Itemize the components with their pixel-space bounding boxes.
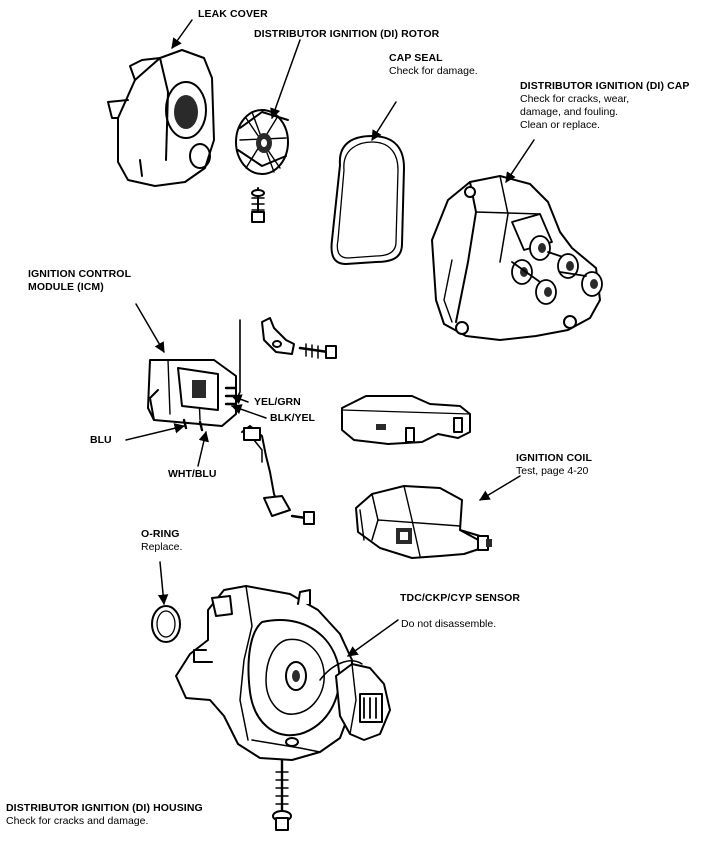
wire-label-blk-yel: BLK/YEL [270, 412, 315, 424]
leak-cover-title: LEAK COVER [198, 8, 268, 20]
ignition-coil-part [355, 485, 492, 559]
housing-label: DISTRIBUTOR IGNITION (DI) HOUSING Check … [6, 802, 203, 828]
tdc-sensor-note: Do not disassemble. [401, 618, 497, 630]
o-ring-title: O-RING [141, 528, 180, 540]
leak-cover-label: LEAK COVER [198, 8, 268, 21]
housing-title: DISTRIBUTOR IGNITION (DI) HOUSING [6, 802, 203, 814]
leader-arrows [125, 19, 535, 657]
o-ring-part [151, 605, 181, 643]
rotor-part [235, 109, 289, 223]
cap-seal-note: Check for damage. [389, 65, 478, 77]
rotor-label: DISTRIBUTOR IGNITION (DI) ROTOR [254, 28, 439, 41]
di-cap-note-3: Clean or replace. [520, 119, 600, 131]
di-cap-title: DISTRIBUTOR IGNITION (DI) CAP [520, 80, 690, 92]
o-ring-note: Replace. [141, 541, 183, 553]
cap-seal-part [330, 135, 405, 265]
wire-label-blu: BLU [90, 434, 112, 446]
di-cap-label: DISTRIBUTOR IGNITION (DI) CAP Check for … [520, 80, 690, 132]
icm-title: IGNITION CONTROL [28, 268, 132, 280]
cap-seal-label: CAP SEAL Check for damage. [389, 52, 478, 78]
icm-title-line-2: MODULE (ICM) [28, 281, 104, 293]
bracket-screw-part [261, 317, 337, 359]
ignition-coil-label: IGNITION COIL Test, page 4-20 [516, 452, 592, 478]
rotor-title: DISTRIBUTOR IGNITION (DI) ROTOR [254, 28, 440, 40]
wire-harness-part [235, 319, 315, 525]
tdc-sensor-note-label: Do not disassemble. [401, 618, 496, 631]
o-ring-label: O-RING Replace. [141, 528, 182, 554]
icm-part [147, 359, 238, 432]
tdc-sensor-title: TDC/CKP/CYP SENSOR [400, 592, 521, 604]
tdc-sensor-label: TDC/CKP/CYP SENSOR [400, 592, 520, 605]
cap-seal-title: CAP SEAL [389, 52, 443, 64]
di-cap-note-2: damage, and fouling. [520, 106, 619, 118]
ignition-coil-note: Test, page 4-20 [516, 465, 589, 477]
housing-bolt-part [272, 758, 292, 831]
di-cap-part [431, 175, 603, 341]
di-cap-note-1: Check for cracks, wear, [520, 93, 630, 105]
leak-cover-part [107, 49, 215, 187]
di-housing-part [175, 585, 391, 761]
wire-label-wht-blu: WHT/BLU [168, 468, 217, 480]
ignition-coil-title: IGNITION COIL [516, 452, 592, 464]
cover-plate-part [341, 395, 471, 445]
wire-label-yel-grn: YEL/GRN [254, 396, 301, 408]
icm-label: IGNITION CONTROL MODULE (ICM) [28, 268, 131, 294]
housing-note: Check for cracks and damage. [6, 815, 149, 827]
